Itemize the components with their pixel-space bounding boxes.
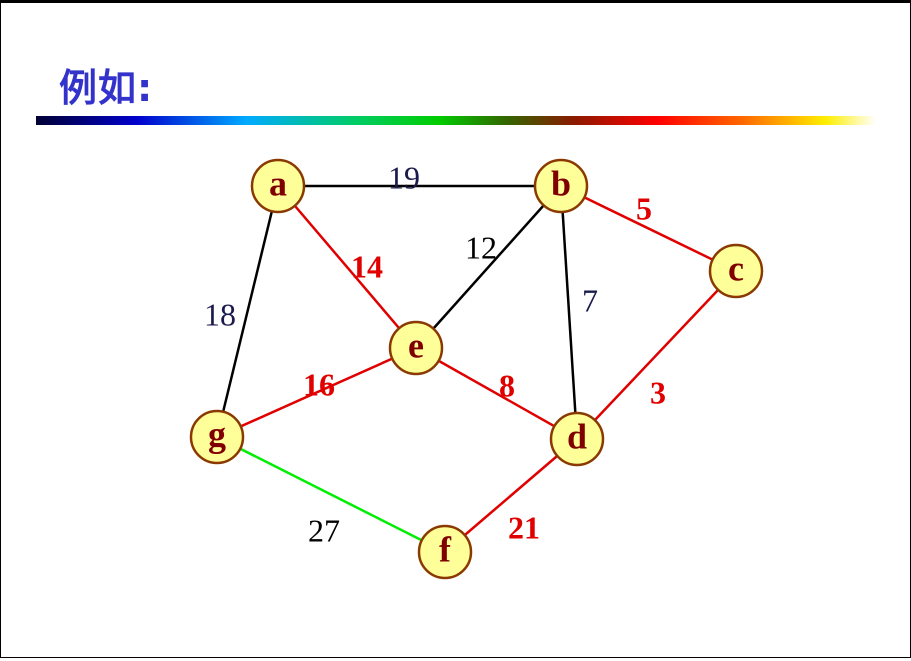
node-circle-e [388, 320, 444, 376]
edge-weight-c-d: 3 [650, 374, 666, 410]
node-label-g: g [208, 414, 226, 454]
edge-weight-e-d: 8 [499, 367, 515, 403]
edge-f-d [444, 438, 578, 553]
edge-weight-g-f: 27 [308, 512, 340, 548]
node-c: c [708, 243, 764, 299]
node-circle-d [549, 411, 605, 467]
node-b: b [533, 158, 589, 214]
edge-b-d [559, 185, 579, 440]
edge-c-d [576, 270, 737, 440]
edge-weights-layer: 19 14 18 12 7 5 3 8 16 27 21 [204, 159, 666, 548]
edge-weight-a-b: 19 [388, 159, 420, 195]
node-label-e: e [408, 325, 424, 365]
edge-weight-f-d: 21 [508, 509, 540, 545]
node-label-c: c [728, 248, 744, 288]
node-e: e [388, 320, 444, 376]
edges-layer [215, 184, 737, 554]
node-circle-g [189, 409, 245, 465]
edge-a-g [215, 185, 280, 438]
edge-weight-a-e: 14 [351, 248, 383, 284]
node-a: a [250, 158, 306, 214]
page-title: 例如: [59, 66, 154, 110]
node-circle-c [708, 243, 764, 299]
edge-b-c [560, 184, 737, 273]
node-label-b: b [551, 163, 571, 203]
nodes-layer: a b c d e f g [189, 158, 764, 580]
node-label-d: d [567, 416, 587, 456]
edge-a-e [277, 185, 417, 349]
edge-weight-e-g: 16 [303, 366, 335, 402]
node-circle-a [250, 158, 306, 214]
edge-e-d [415, 346, 578, 441]
edge-weight-a-g: 18 [204, 296, 236, 332]
node-label-a: a [269, 163, 287, 203]
edge-weight-b-d: 7 [582, 282, 598, 318]
node-circle-b [533, 158, 589, 214]
edge-e-g [216, 346, 417, 439]
title-underline-gradient [36, 116, 876, 125]
node-g: g [189, 409, 245, 465]
edge-weight-b-e: 12 [465, 229, 497, 265]
node-label-f: f [439, 529, 452, 569]
graph-diagram: 19 14 18 12 7 5 3 8 16 27 21 a b c d e f g [189, 158, 764, 580]
node-f: f [417, 524, 473, 580]
edge-g-f [216, 435, 446, 554]
edge-b-e [415, 185, 562, 349]
edge-weight-b-c: 5 [636, 190, 652, 226]
node-d: d [549, 411, 605, 467]
node-circle-f [417, 524, 473, 580]
